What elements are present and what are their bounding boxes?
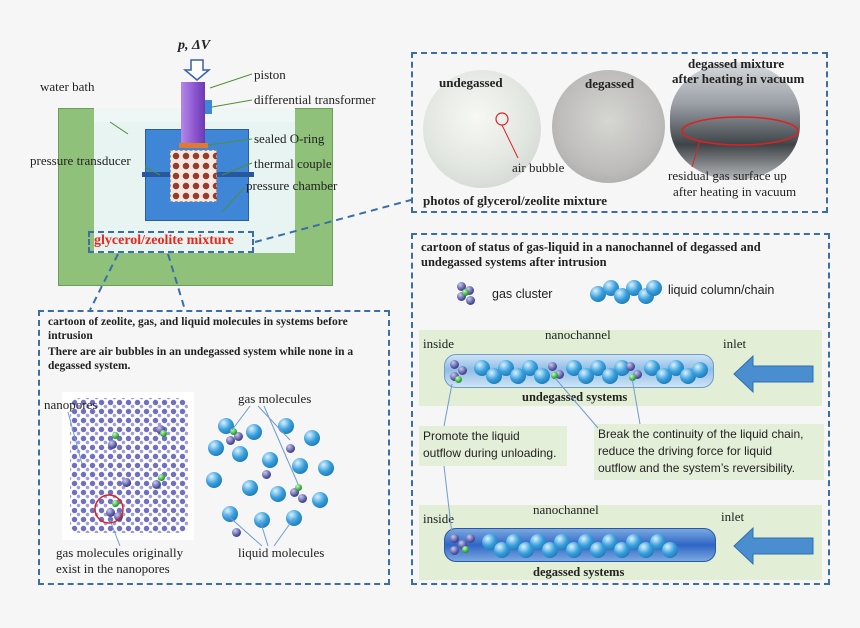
- sealed-o-ring: [179, 143, 208, 148]
- molecules-title-line2: intrusion: [48, 330, 93, 342]
- photo-degassed: [552, 70, 665, 183]
- differential-transformer-block: [205, 100, 212, 114]
- undegassed-nanochannel-label: nanochannel: [545, 327, 611, 342]
- gas-original-line2: exist in the nanopores: [56, 561, 170, 576]
- undegassed-inlet-label: inlet: [723, 336, 747, 351]
- legend-liquid-label: liquid column/chain: [668, 283, 775, 297]
- molecules-subtitle-line1: There are air bubbles in an undegassed s…: [48, 346, 354, 358]
- heated-label-line2: after heating in vacuum: [672, 71, 805, 86]
- piston-label: piston: [254, 67, 286, 82]
- note-promote-line2: outflow during unloading.: [423, 446, 557, 460]
- air-bubble-label: air bubble: [512, 160, 565, 175]
- note-break-line3: outflow and the system’s reversibility.: [598, 461, 795, 475]
- mixture-label-box: [88, 231, 254, 253]
- differential-transformer-label: differential transformer: [254, 92, 376, 107]
- pressure-transducer-label: pressure transducer: [30, 153, 131, 168]
- note-promote: Promote the liquid outflow during unload…: [419, 426, 567, 466]
- degassed-nanochannel-label: nanochannel: [533, 502, 599, 517]
- nanopores-label: nanopores: [44, 397, 98, 412]
- note-promote-line1: Promote the liquid: [423, 429, 520, 443]
- degassed-inside-label: inside: [423, 511, 455, 526]
- pressure-chamber-label: pressure chamber: [246, 178, 338, 193]
- channel-title-line1: cartoon of status of gas-liquid in a nan…: [421, 240, 761, 254]
- note-break-line1: Break the continuity of the liquid chain…: [598, 427, 804, 441]
- photo-undegassed: [423, 70, 541, 188]
- channel-panel: [411, 233, 830, 585]
- note-break: Break the continuity of the liquid chain…: [594, 424, 824, 480]
- degassed-systems-label: degassed systems: [533, 565, 625, 579]
- piston: [181, 82, 205, 144]
- molecules-subtitle-line2: degassed system.: [48, 360, 131, 372]
- photos-caption: photos of glycerol/zeolite mixture: [423, 193, 608, 208]
- residual-label-line2: after heating in vacuum: [673, 184, 797, 199]
- heated-label-line1: degassed mixture: [688, 56, 785, 71]
- note-break-line2: reduce the driving force for liquid: [598, 444, 773, 458]
- zeolite-lattice: [70, 398, 188, 533]
- gas-molecules-label: gas molecules: [238, 391, 312, 406]
- liquid-molecules-label: liquid molecules: [238, 545, 325, 560]
- molecules-title-line1: cartoon of zeolite, gas, and liquid mole…: [48, 316, 348, 328]
- thermal-couple-label: thermal couple: [254, 156, 332, 171]
- mixture-sample: [170, 150, 217, 202]
- channel-title-line2: undegassed systems after intrusion: [421, 255, 607, 269]
- residual-label-line1: residual gas surface up: [668, 168, 787, 183]
- legend-gas-label: gas cluster: [492, 287, 553, 301]
- undegassed-label: undegassed: [439, 75, 503, 90]
- gas-original-line1: gas molecules originally: [56, 545, 184, 560]
- molecules-panel: [38, 310, 390, 585]
- undegassed-inside-label: inside: [423, 336, 455, 351]
- mixture-label: glycerol/zeolite mixture: [94, 233, 234, 248]
- water-bath-label: water bath: [40, 79, 95, 94]
- degassed-inlet-label: inlet: [721, 509, 745, 524]
- sealed-o-ring-label: sealed O-ring: [254, 131, 325, 146]
- undegassed-systems-label: undegassed systems: [522, 390, 628, 404]
- degassed-label: degassed: [585, 76, 635, 91]
- photos-panel: [411, 52, 828, 213]
- input-label: p, ΔV: [178, 38, 211, 53]
